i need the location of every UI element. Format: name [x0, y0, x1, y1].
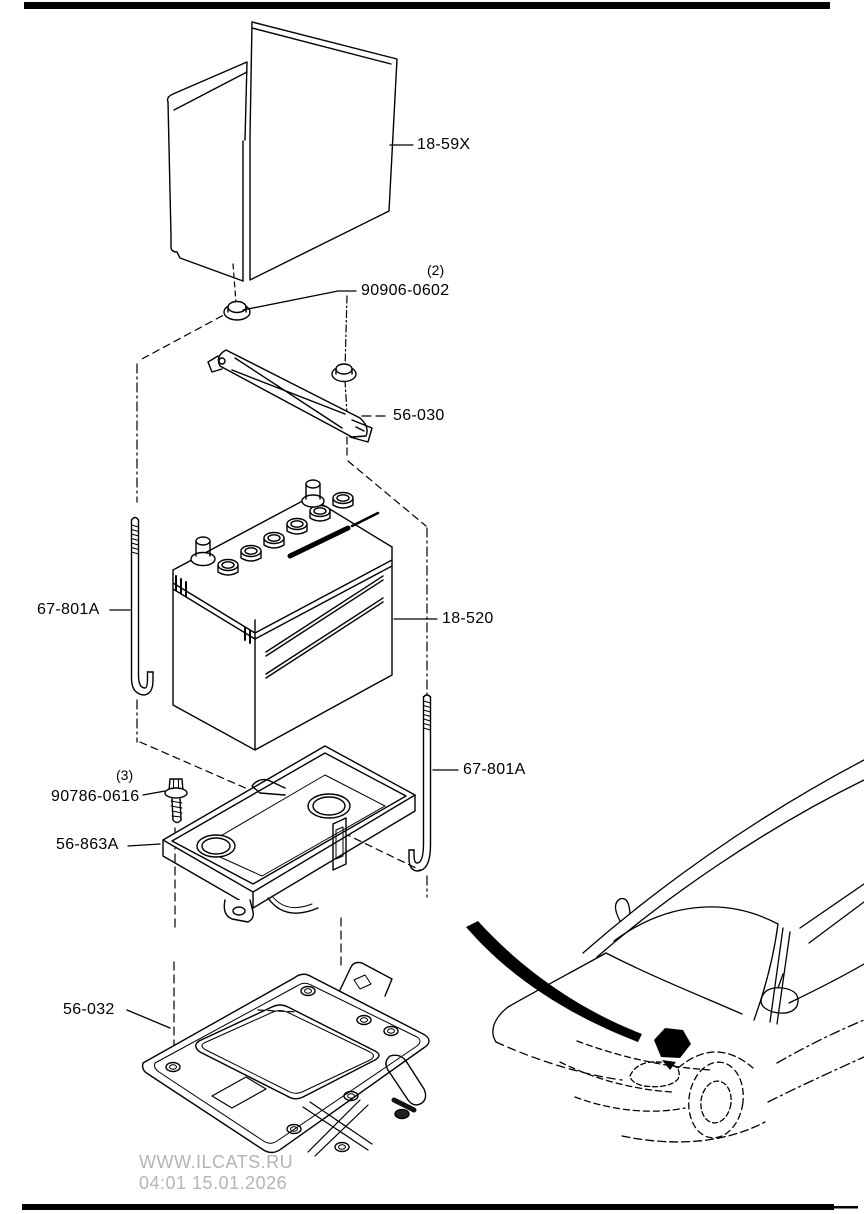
- antenna-line: [614, 897, 631, 922]
- callout-j-bolt-right[interactable]: 67-801A: [463, 761, 526, 778]
- top-rule: [24, 2, 830, 9]
- bottom-rule-tail: [834, 1206, 858, 1209]
- battery-cover-drawing: [166, 21, 398, 282]
- base-plate-drawing: [141, 961, 430, 1157]
- callout-nut-qty: (2): [427, 262, 445, 278]
- j-bolt-left-drawing: [130, 516, 154, 696]
- car-location-illustration: [466, 759, 864, 1143]
- side-mirror-line: [760, 987, 799, 1014]
- leader-lines: [109, 144, 459, 1029]
- battery-drawing: [172, 479, 393, 751]
- headlight-line: [629, 1061, 680, 1088]
- callout-j-bolt-left[interactable]: 67-801A: [37, 601, 100, 618]
- j-bolt-right-drawing: [408, 694, 432, 872]
- wheel-arch-line: [677, 1051, 754, 1069]
- battery-location-marker: [654, 1028, 691, 1058]
- watermark-timestamp: 04:01 15.01.2026: [139, 1173, 288, 1193]
- bottom-rule: [22, 1204, 834, 1210]
- front-wheel-line: [688, 1061, 744, 1139]
- callout-bolt-qty: (3): [116, 767, 134, 783]
- callout-bolt[interactable]: 90786-0616: [51, 788, 140, 805]
- highlight-swoosh: [466, 921, 642, 1042]
- watermark-site: WWW.ILCATS.RU: [139, 1152, 294, 1172]
- hold-down-clamp-drawing: [207, 349, 373, 443]
- watermark: WWW.ILCATS.RU 04:01 15.01.2026: [139, 1152, 293, 1194]
- flange-bolt-drawing: [164, 778, 188, 824]
- battery-tray-drawing: [162, 745, 416, 923]
- callout-battery-cover[interactable]: 18-59X: [417, 136, 471, 153]
- callout-nut[interactable]: 90906-0602: [361, 282, 450, 299]
- callout-tray[interactable]: 56-863A: [56, 836, 119, 853]
- callout-battery[interactable]: 18-520: [442, 610, 494, 627]
- callout-clamp[interactable]: 56-030: [393, 407, 445, 424]
- callout-base-plate[interactable]: 56-032: [63, 1001, 115, 1018]
- flange-nuts-drawing: [223, 300, 357, 383]
